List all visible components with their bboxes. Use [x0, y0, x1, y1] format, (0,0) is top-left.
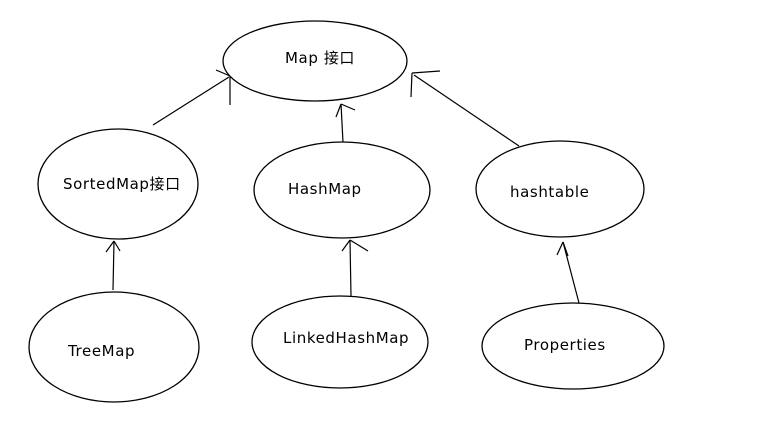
- node-linkedhashmap: LinkedHashMap: [251, 295, 429, 389]
- node-label: hashtable: [510, 183, 589, 201]
- nodes-layer: Map 接口 SortedMap接口 HashMap hashtableTreeMap…: [28, 20, 665, 403]
- node-ellipse: [28, 291, 200, 403]
- arrowhead-stroke: [349, 239, 369, 252]
- edges-layer: [105, 69, 580, 304]
- node-ellipse: [475, 140, 645, 238]
- edge-properties-to-hashtable: [556, 241, 580, 304]
- edge-line: [112, 240, 115, 291]
- edge-line: [413, 74, 520, 147]
- node-ellipse: [481, 302, 665, 390]
- node-sortedmap: SortedMap接口: [37, 128, 199, 240]
- node-ellipse: [37, 128, 199, 240]
- node-label: SortedMap接口: [63, 175, 181, 193]
- node-ellipse: [251, 295, 429, 389]
- edge-line: [349, 239, 352, 297]
- node-properties: Properties: [481, 302, 665, 390]
- node-ellipse: [222, 20, 408, 102]
- edge-sortedmap-to-map: [152, 69, 231, 126]
- node-treemap: TreeMap: [28, 291, 200, 403]
- node-label: HashMap: [288, 180, 362, 198]
- arrowhead-stroke: [113, 240, 121, 252]
- arrowhead-stroke: [556, 241, 564, 256]
- edge-line: [340, 103, 344, 143]
- edge-line: [152, 76, 230, 126]
- arrowhead-stroke: [335, 103, 342, 118]
- edge-hashtable-to-map: [410, 70, 520, 147]
- edge-hashmap-to-map: [335, 103, 356, 143]
- arrowhead-stroke: [341, 239, 351, 252]
- arrowhead-stroke: [105, 240, 115, 253]
- node-label: Map 接口: [285, 49, 355, 67]
- edge-treemap-to-sortedmap: [105, 240, 121, 291]
- node-hashtable: hashtable: [475, 140, 645, 238]
- node-label: Properties: [524, 336, 606, 354]
- node-label: TreeMap: [67, 342, 135, 360]
- node-label: LinkedHashMap: [283, 329, 409, 347]
- edge-linkedhashmap-to-hashmap: [341, 239, 369, 297]
- arrowhead-stroke: [340, 103, 356, 111]
- arrowhead-stroke: [410, 72, 413, 98]
- arrowhead-stroke: [215, 69, 231, 77]
- node-ellipse: [253, 141, 431, 239]
- node-hashmap: HashMap: [253, 141, 431, 239]
- arrowhead-stroke: [562, 241, 569, 257]
- node-map: Map 接口: [222, 20, 408, 102]
- edge-line: [562, 241, 580, 304]
- arrowhead-stroke: [411, 70, 441, 74]
